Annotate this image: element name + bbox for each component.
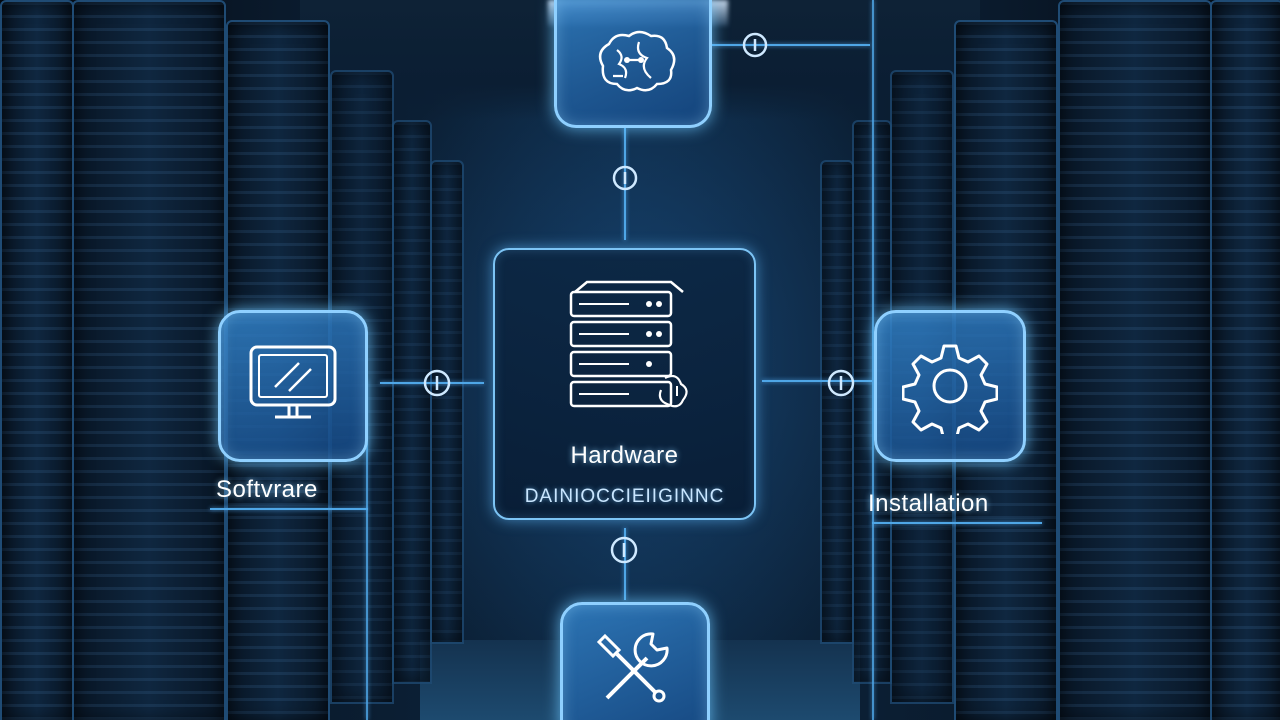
installation-label: Installation	[868, 490, 989, 517]
server-rack	[820, 160, 854, 644]
top-node[interactable]	[554, 0, 712, 128]
connector-line	[710, 44, 870, 46]
server-rack	[72, 0, 226, 720]
connector-knot-icon	[827, 369, 855, 397]
tools-icon	[596, 632, 669, 703]
server-rack	[0, 0, 74, 720]
connector-knot-icon	[610, 536, 638, 564]
connector-line	[762, 380, 872, 382]
connector-line	[210, 508, 368, 510]
hardware-panel[interactable]: Hardware DAINIOCCIEIIGINNC	[493, 248, 756, 520]
installation-node[interactable]	[874, 310, 1026, 462]
software-label: Softvrare	[216, 476, 318, 503]
server-rack	[1210, 0, 1280, 720]
server-rack	[392, 120, 432, 684]
server-rack	[430, 160, 464, 644]
connector-knot-icon	[612, 165, 638, 191]
server-rack	[1058, 0, 1212, 720]
software-node[interactable]	[218, 310, 368, 462]
connector-line	[872, 522, 1042, 524]
connector-line	[366, 380, 368, 720]
connector-line	[624, 528, 626, 600]
monitor-icon	[249, 345, 337, 419]
hardware-title: Hardware	[570, 442, 679, 469]
gear-icon	[902, 344, 998, 434]
bottom-node[interactable]	[560, 602, 710, 720]
hardware-subtitle: DAINIOCCIEIIGINNC	[524, 486, 725, 507]
connector-knot-icon	[423, 369, 451, 397]
connector-line	[872, 0, 874, 720]
connector-line	[380, 382, 484, 384]
connector-knot-icon	[742, 32, 768, 58]
server-rack-icon	[569, 280, 688, 408]
brain-circuit-icon	[598, 30, 676, 91]
